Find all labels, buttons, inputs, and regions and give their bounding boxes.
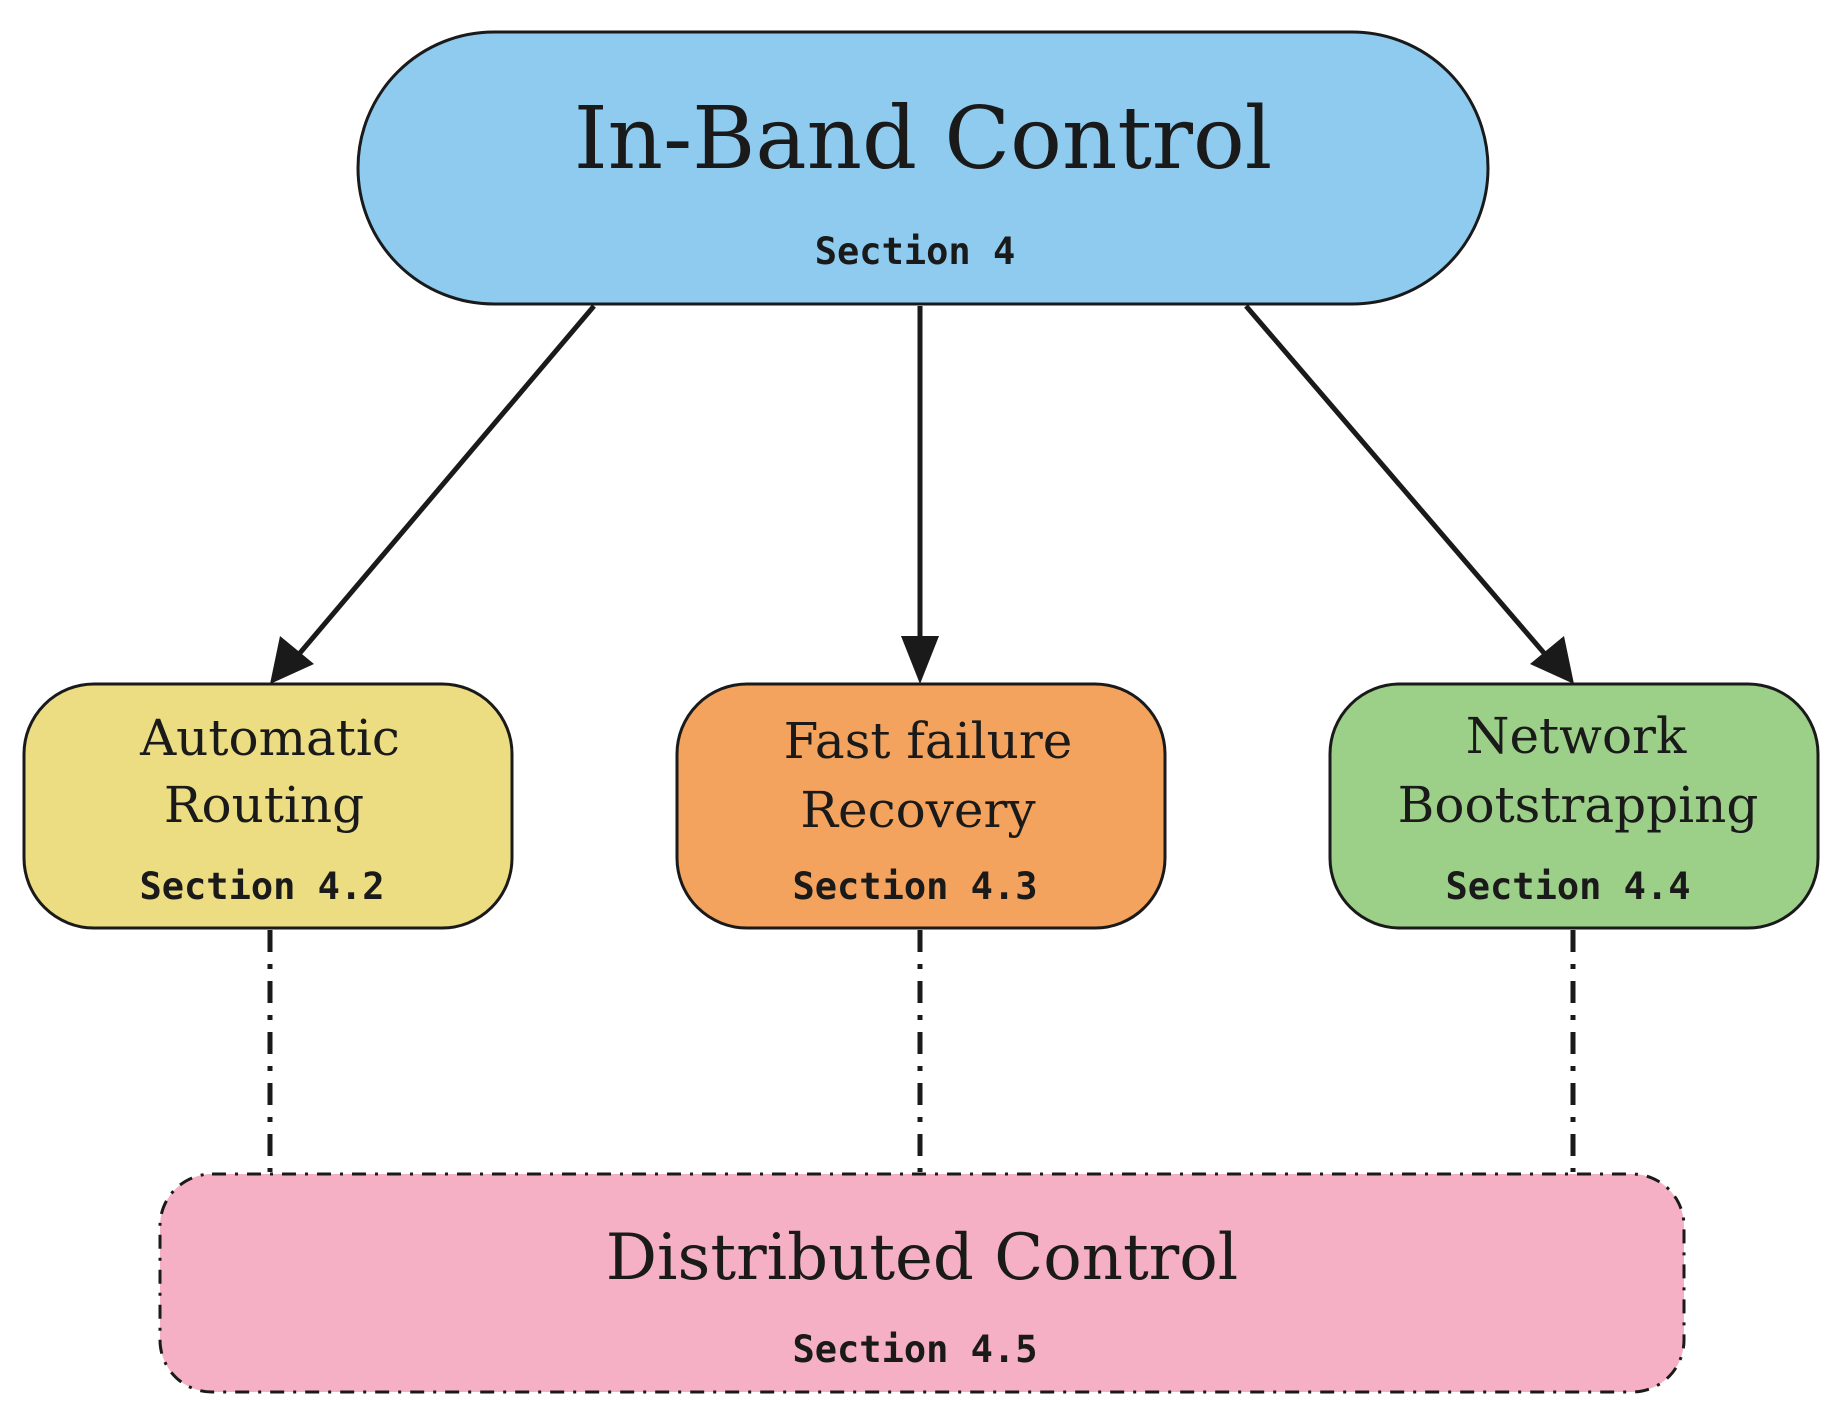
arrowhead-routing [270, 636, 314, 684]
node-network-bootstrapping: Network Bootstrapping Section 4.4 [1328, 682, 1820, 930]
arrowhead-failure [901, 636, 939, 684]
node-network-bootstrapping-box [1328, 682, 1820, 930]
node-automatic-routing-title-line-2: Routing [164, 776, 364, 834]
node-automatic-routing-box [22, 682, 514, 930]
node-network-bootstrapping-section: Section 4.4 [1445, 865, 1690, 908]
dashdot-connector-group [267, 930, 1576, 1172]
node-automatic-routing-title-line-1: Automatic [139, 709, 400, 767]
node-distributed-control: Distributed Control Section 4.5 [158, 1172, 1686, 1394]
node-network-bootstrapping-title-line-2: Bootstrapping [1398, 776, 1759, 834]
node-automatic-routing-section: Section 4.2 [139, 865, 384, 908]
arrow-top-to-bootstrap [1244, 304, 1552, 662]
node-fast-failure-recovery: Fast failure Recovery Section 4.3 [675, 682, 1167, 930]
arrow-group [270, 304, 1574, 684]
node-network-bootstrapping-title-line-1: Network [1466, 707, 1687, 765]
node-distributed-control-box [158, 1172, 1686, 1394]
node-automatic-routing: Automatic Routing Section 4.2 [22, 682, 514, 930]
arrow-top-to-routing [292, 304, 596, 662]
node-in-band-control-box [356, 30, 1490, 306]
node-fast-failure-recovery-box [675, 682, 1167, 930]
node-in-band-control: In-Band Control Section 4 [356, 30, 1490, 306]
node-in-band-control-title: In-Band Control [574, 89, 1273, 189]
node-fast-failure-recovery-section: Section 4.3 [792, 865, 1037, 908]
node-distributed-control-title: Distributed Control [606, 1221, 1239, 1295]
node-fast-failure-recovery-title-line-1: Fast failure [784, 712, 1073, 770]
node-in-band-control-section: Section 4 [815, 230, 1015, 273]
node-distributed-control-section: Section 4.5 [792, 1328, 1037, 1371]
arrowhead-bootstrap [1530, 636, 1574, 684]
node-fast-failure-recovery-title-line-2: Recovery [800, 781, 1036, 839]
